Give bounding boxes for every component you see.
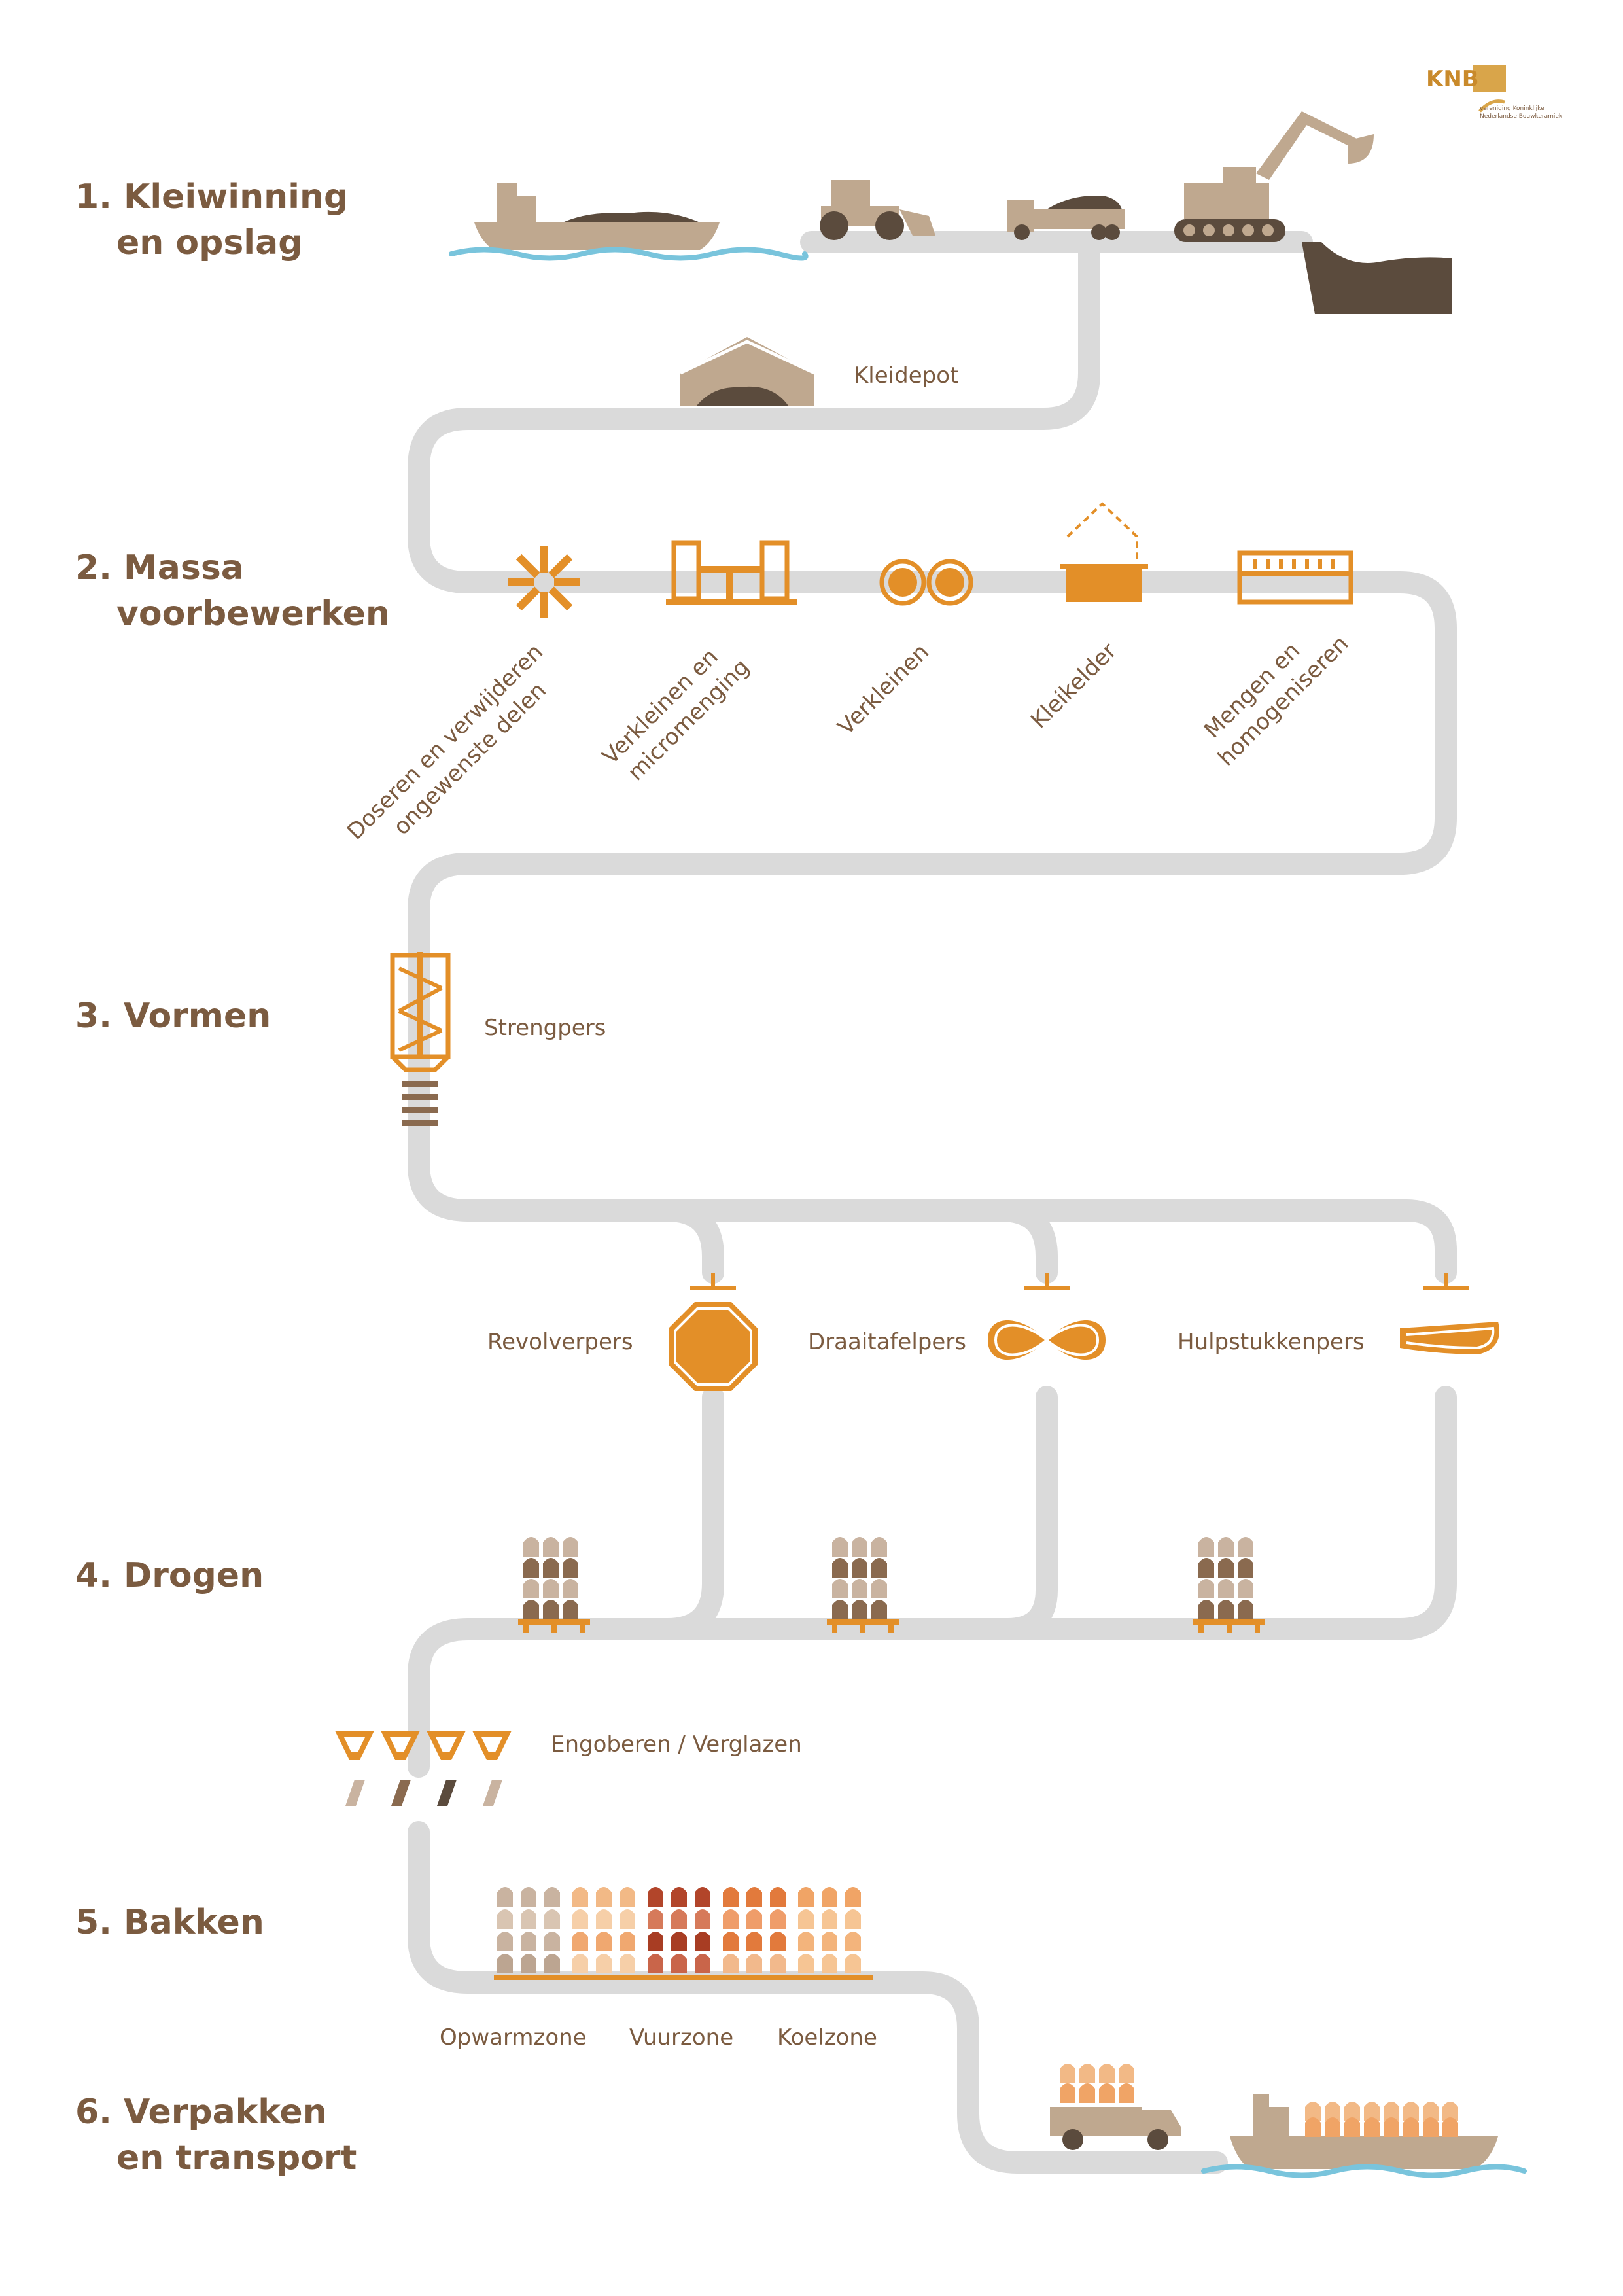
kiln-tiles-icon bbox=[494, 1887, 873, 1980]
label-doseren-line1: Doseren en verwijderen bbox=[342, 639, 548, 845]
road-drogen-3 bbox=[970, 1386, 1457, 1640]
label-koelzone: Koelzone bbox=[777, 2024, 877, 2051]
step-6-title-line1: 6. Verpakken bbox=[75, 2093, 327, 2132]
label-revolverpers: Revolverpers bbox=[487, 1329, 633, 1355]
step-6-title-line2: en transport bbox=[116, 2138, 357, 2178]
extruder-icon bbox=[390, 952, 451, 1126]
label-vuurzone: Vuurzone bbox=[629, 2024, 733, 2051]
step-3-title: 3. Vormen bbox=[75, 997, 271, 1036]
road-bakken bbox=[408, 1821, 1228, 2174]
accessory-press-icon bbox=[1400, 1273, 1499, 1354]
step-1-title-line2: en opslag bbox=[116, 223, 302, 262]
knb-logo: KNB vereniging Koninklijke Nederlandse B… bbox=[1426, 65, 1563, 120]
depot-shed-icon bbox=[679, 337, 816, 406]
mixer-icon bbox=[666, 540, 797, 605]
clay-cellar-icon bbox=[1060, 502, 1148, 602]
road-drogen bbox=[408, 1386, 724, 1778]
clay-pit-icon bbox=[1302, 242, 1452, 314]
transport-truck-icon bbox=[1050, 2064, 1181, 2150]
label-kleikelder: Kleikelder bbox=[1026, 638, 1122, 734]
wheel-loader-icon bbox=[820, 180, 935, 240]
label-draaitafelpers: Draaitafelpers bbox=[808, 1329, 966, 1355]
octagon-press-icon bbox=[669, 1273, 758, 1391]
water-bottom bbox=[1201, 2164, 1527, 2178]
step-5-title: 5. Bakken bbox=[75, 1903, 264, 1942]
barge-icon bbox=[474, 183, 720, 250]
dump-truck-icon bbox=[1007, 196, 1125, 240]
step-2-title-line2: voorbewerken bbox=[116, 594, 390, 633]
conveyor-path bbox=[408, 231, 1457, 2174]
excavator-icon bbox=[1174, 111, 1374, 242]
label-hulpstukkenpers: Hulpstukkenpers bbox=[1178, 1329, 1365, 1355]
cargo-ship-icon bbox=[1230, 2094, 1498, 2169]
label-verkleinen: Verkleinen bbox=[833, 639, 934, 740]
logo-line1: vereniging Koninklijke bbox=[1480, 105, 1544, 112]
water-top bbox=[449, 247, 809, 261]
step-2-title-line1: 2. Massa bbox=[75, 548, 244, 588]
road-branch-1 bbox=[656, 1199, 724, 1284]
doser-icon bbox=[508, 546, 580, 618]
logo-brand: KNB bbox=[1426, 66, 1479, 92]
label-kleidepot: Kleidepot bbox=[854, 362, 958, 389]
rollers-icon bbox=[879, 559, 973, 606]
label-strengpers: Strengpers bbox=[484, 1015, 606, 1041]
logo-square bbox=[1473, 65, 1506, 92]
road-main bbox=[408, 231, 1457, 1284]
road-branch-2 bbox=[990, 1199, 1058, 1284]
step-2-labels: Doseren en verwijderen ongewenste delen … bbox=[342, 631, 1353, 845]
logo-swoosh bbox=[1478, 99, 1505, 113]
homogenizer-icon bbox=[1237, 550, 1353, 605]
step-4-title: 4. Drogen bbox=[75, 1556, 264, 1595]
label-opwarmzone: Opwarmzone bbox=[440, 2024, 587, 2051]
logo-line2: Nederlandse Bouwkeramiek bbox=[1480, 113, 1563, 120]
rotary-press-icon bbox=[988, 1273, 1106, 1360]
step-titles: 1. Kleiwinning en opslag 2. Massa voorbe… bbox=[75, 177, 390, 2178]
step-1-title-line1: 1. Kleiwinning bbox=[75, 177, 348, 217]
glaze-nozzles-icon bbox=[335, 1731, 512, 1806]
label-engoberen: Engoberen / Verglazen bbox=[551, 1731, 802, 1757]
